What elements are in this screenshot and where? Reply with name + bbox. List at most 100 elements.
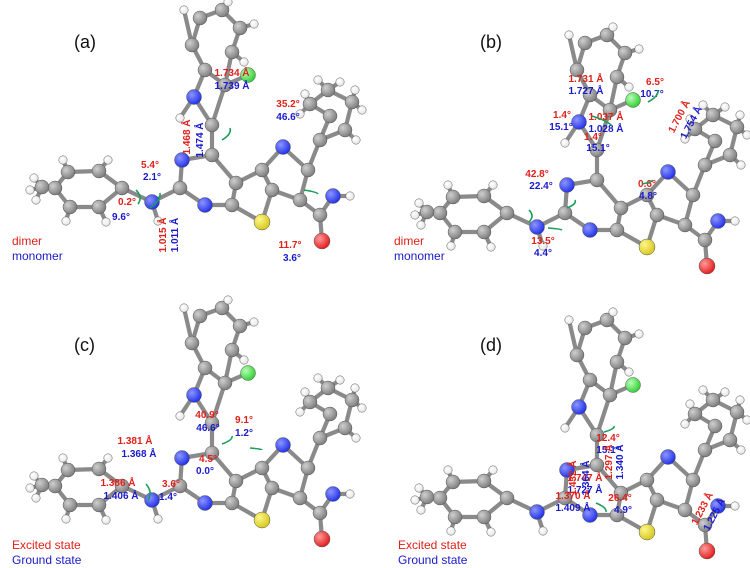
atom-c xyxy=(224,495,240,511)
atom-h xyxy=(61,514,71,524)
annotation-red: 12.4° xyxy=(596,433,619,444)
atom-c xyxy=(447,224,463,240)
atom-c xyxy=(320,82,336,98)
atom-c xyxy=(589,172,605,188)
atom-c xyxy=(192,308,208,324)
atom-c xyxy=(292,490,308,506)
atom-c xyxy=(60,462,76,478)
atom-c xyxy=(617,45,633,61)
atom-c xyxy=(639,472,655,488)
annotation-red: 1.731 Å xyxy=(568,72,603,85)
atom-n xyxy=(144,492,160,508)
atom-c xyxy=(204,415,220,431)
atom-h xyxy=(249,317,259,327)
atom-c xyxy=(337,420,353,436)
atom-n xyxy=(529,504,545,520)
annotation-red: 1.4° xyxy=(584,132,602,143)
atom-h xyxy=(742,415,750,425)
annotation-blue: 1.4° xyxy=(159,492,177,503)
atom-c xyxy=(114,478,130,494)
atom-s xyxy=(253,213,271,231)
atom-n xyxy=(325,486,341,502)
angle-arrow xyxy=(303,189,319,195)
atom-c xyxy=(705,107,721,123)
atom-c xyxy=(609,69,625,85)
atom-cl xyxy=(240,67,256,83)
atom-h xyxy=(29,173,39,183)
atom-c xyxy=(312,207,328,223)
atom-h xyxy=(608,22,618,32)
annotation-blue: 3.6° xyxy=(283,253,301,264)
annotation-red: 40.9° xyxy=(195,410,218,421)
atom-c xyxy=(60,164,76,180)
panel-a-legend-blue: monomer xyxy=(12,249,63,263)
atom-c xyxy=(184,335,200,351)
angle-arrow xyxy=(221,127,232,141)
atom-h xyxy=(249,19,259,29)
annotation-red: 1.037 Å xyxy=(588,110,623,123)
atom-c xyxy=(302,96,318,112)
panel-a-label: (a) xyxy=(74,32,96,52)
atom-c xyxy=(172,180,188,196)
atom-c xyxy=(214,300,230,316)
atom-c xyxy=(582,372,598,388)
atom-c xyxy=(557,490,573,506)
atom-c xyxy=(697,442,713,458)
atom-h xyxy=(31,195,41,205)
atom-c xyxy=(639,187,655,203)
atom-c xyxy=(685,472,701,488)
atom-h xyxy=(223,295,233,305)
atom-h xyxy=(357,403,367,413)
atom-h xyxy=(443,180,453,190)
atom-c xyxy=(697,517,713,533)
molecule-panel-a xyxy=(25,0,367,250)
atom-h xyxy=(414,483,424,493)
atom-h xyxy=(742,130,750,140)
atom-c xyxy=(445,189,461,205)
atom-n xyxy=(197,495,213,511)
atom-h xyxy=(239,355,249,365)
atom-c xyxy=(445,474,461,490)
atom-c xyxy=(114,180,130,196)
atom-c xyxy=(322,406,338,422)
angle-arrow xyxy=(221,435,233,445)
panel-b-legend: dimer monomer xyxy=(394,234,445,264)
atom-h xyxy=(300,387,310,397)
atom-c xyxy=(419,489,435,505)
atom-h xyxy=(538,526,548,536)
atom-c xyxy=(707,133,723,149)
atom-o xyxy=(698,542,716,560)
atom-h xyxy=(446,526,456,536)
atom-c xyxy=(214,2,230,18)
atom-h xyxy=(735,395,745,405)
annotation-red: 1.432 Å xyxy=(566,460,579,495)
panel-b-label: (b) xyxy=(480,32,502,52)
annotation-blue: 4.9° xyxy=(614,505,632,516)
atom-c xyxy=(705,392,721,408)
annotation-red: 3.6° xyxy=(162,479,180,490)
atom-n xyxy=(529,219,545,235)
angle-arrow xyxy=(641,179,653,185)
atom-n xyxy=(582,507,598,523)
annotation-red: 4.5° xyxy=(199,454,217,465)
atom-c xyxy=(47,180,63,196)
atom-h xyxy=(446,241,456,251)
atom-s xyxy=(638,523,656,541)
atom-c xyxy=(192,10,208,26)
annotations-panel-c: 40.9°46.6°9.1°1.2°4.5°0.0°1.381 Å1.368 Å… xyxy=(100,410,252,503)
atom-n xyxy=(325,188,341,204)
atom-n xyxy=(660,449,676,465)
atom-c xyxy=(617,330,633,346)
atom-c xyxy=(419,204,435,220)
annotation-red: 11.7° xyxy=(279,240,302,251)
atom-c xyxy=(599,27,615,43)
atom-h xyxy=(295,109,305,119)
atom-h xyxy=(103,453,113,463)
atom-h xyxy=(175,411,185,421)
atom-c xyxy=(320,380,336,396)
annotation-red: 1.297 Å xyxy=(602,444,615,479)
atom-h xyxy=(538,241,548,251)
atom-h xyxy=(735,110,745,120)
annotation-blue: 46.6° xyxy=(196,423,219,434)
